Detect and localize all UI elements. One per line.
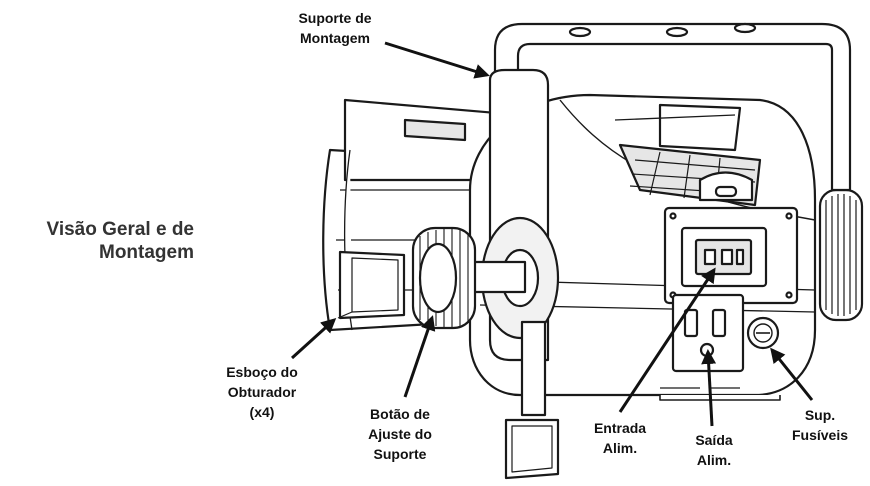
- arrow-mounting-bracket: [384, 41, 490, 79]
- label-shutter-blades: Esboço do Obturador (x4): [226, 364, 298, 420]
- arrow-power-in: [618, 267, 716, 413]
- label-mounting-bracket: Suporte de Montagem: [298, 10, 372, 46]
- bracket-adjust-knob: [411, 216, 560, 340]
- section-title: Visão Geral e de Montagem: [4, 218, 194, 264]
- arrow-shutter-blades: [290, 317, 337, 360]
- arrow-power-out: [701, 349, 717, 427]
- label-power-out: Saída Alim.: [695, 432, 733, 468]
- section-title-line-2: Montagem: [99, 242, 194, 263]
- section-title-line-1: Visão Geral e de: [46, 219, 194, 240]
- fuse-holder: [746, 316, 780, 350]
- power-out-socket: [671, 293, 745, 373]
- label-power-in: Entrada Alim.: [593, 420, 647, 456]
- label-bracket-knob: Botão de Ajuste do Suporte: [368, 406, 432, 462]
- rear-focus-knob: [818, 188, 864, 322]
- power-in-socket: [680, 226, 768, 288]
- arrow-bracket-knob: [403, 315, 436, 398]
- shutter-blades: [337, 250, 560, 480]
- label-fuse-holder: Sup. Fusíveis: [791, 407, 849, 443]
- arrow-fuse-holder: [770, 347, 814, 401]
